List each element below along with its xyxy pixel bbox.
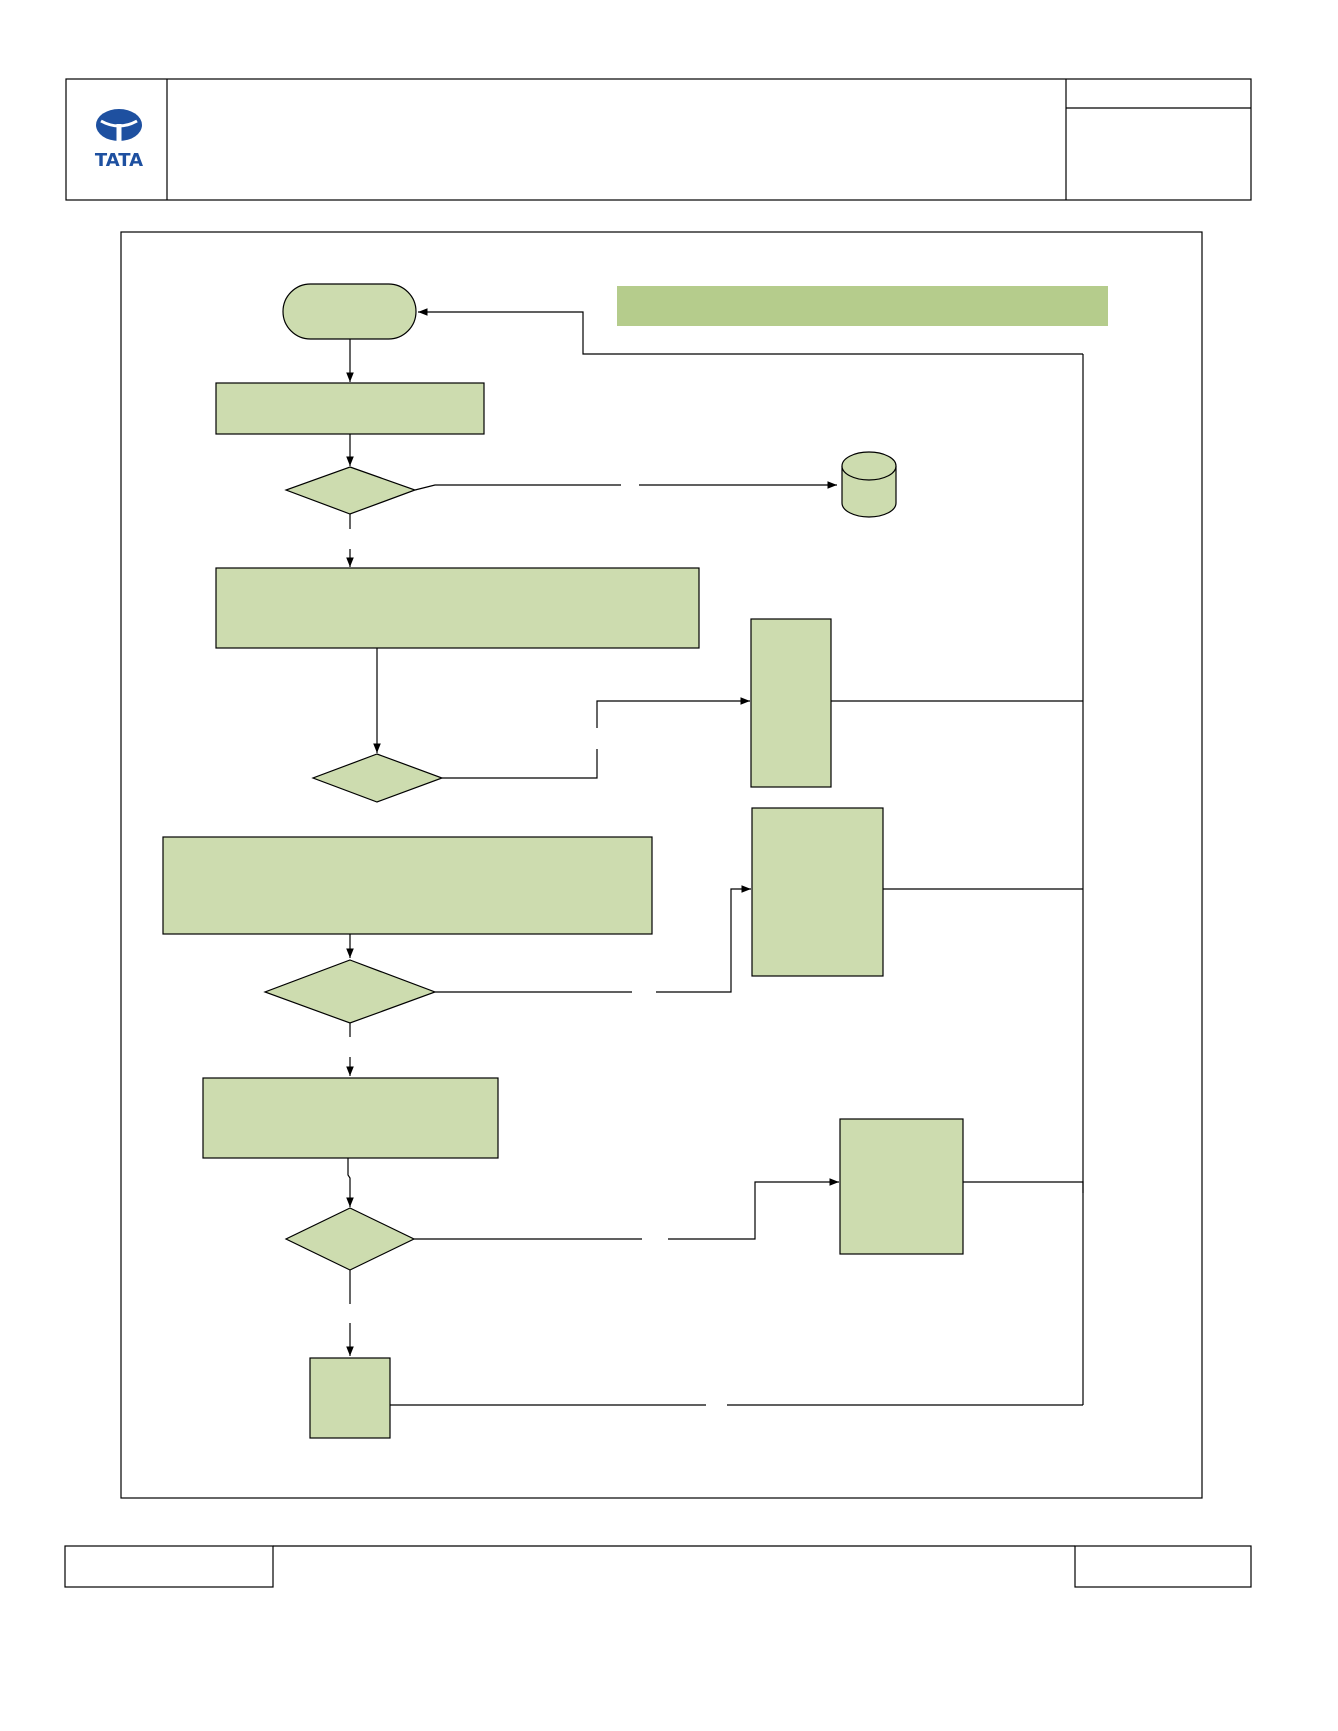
edge-decision3-side2-b	[656, 885, 751, 993]
end-box	[309, 1357, 391, 1439]
edge-process4-decision4	[346, 1157, 354, 1207]
side-box-2	[751, 807, 884, 977]
side-box-1	[750, 618, 832, 788]
start-terminator	[282, 283, 417, 340]
process-3-box	[162, 836, 653, 935]
logo-text: TATA	[95, 150, 143, 171]
decision-3-diamond	[263, 959, 437, 1024]
edge-decision2-side1-b	[596, 697, 750, 728]
footer-right-box	[1074, 1545, 1252, 1588]
header-frame	[65, 78, 1252, 201]
diagram-frame	[120, 231, 1203, 1499]
banner	[617, 286, 1108, 326]
footer-left-box	[64, 1545, 274, 1588]
process-1-box	[215, 382, 485, 435]
tata-logo: TATA	[95, 109, 143, 171]
decision-4-diamond	[284, 1207, 416, 1271]
side-box-3	[839, 1118, 964, 1255]
footer	[64, 1545, 1252, 1588]
header: TATA	[65, 78, 1252, 201]
edge-side3-return	[963, 1181, 1084, 1193]
edge-return-to-start	[418, 308, 1083, 355]
decision-1-diamond	[284, 466, 417, 515]
edge-decision4-side3-b	[668, 1178, 839, 1240]
process-4-box	[202, 1077, 499, 1159]
nodes	[162, 283, 964, 1439]
edge-decision1-store-a	[414, 484, 621, 491]
edge-decision2-side1-a	[442, 749, 598, 779]
store-cylinder	[841, 451, 897, 518]
connectors	[346, 308, 1084, 1406]
tata-emblem-icon	[96, 109, 142, 141]
process-2-box	[215, 567, 700, 649]
decision-2-diamond	[311, 753, 444, 803]
